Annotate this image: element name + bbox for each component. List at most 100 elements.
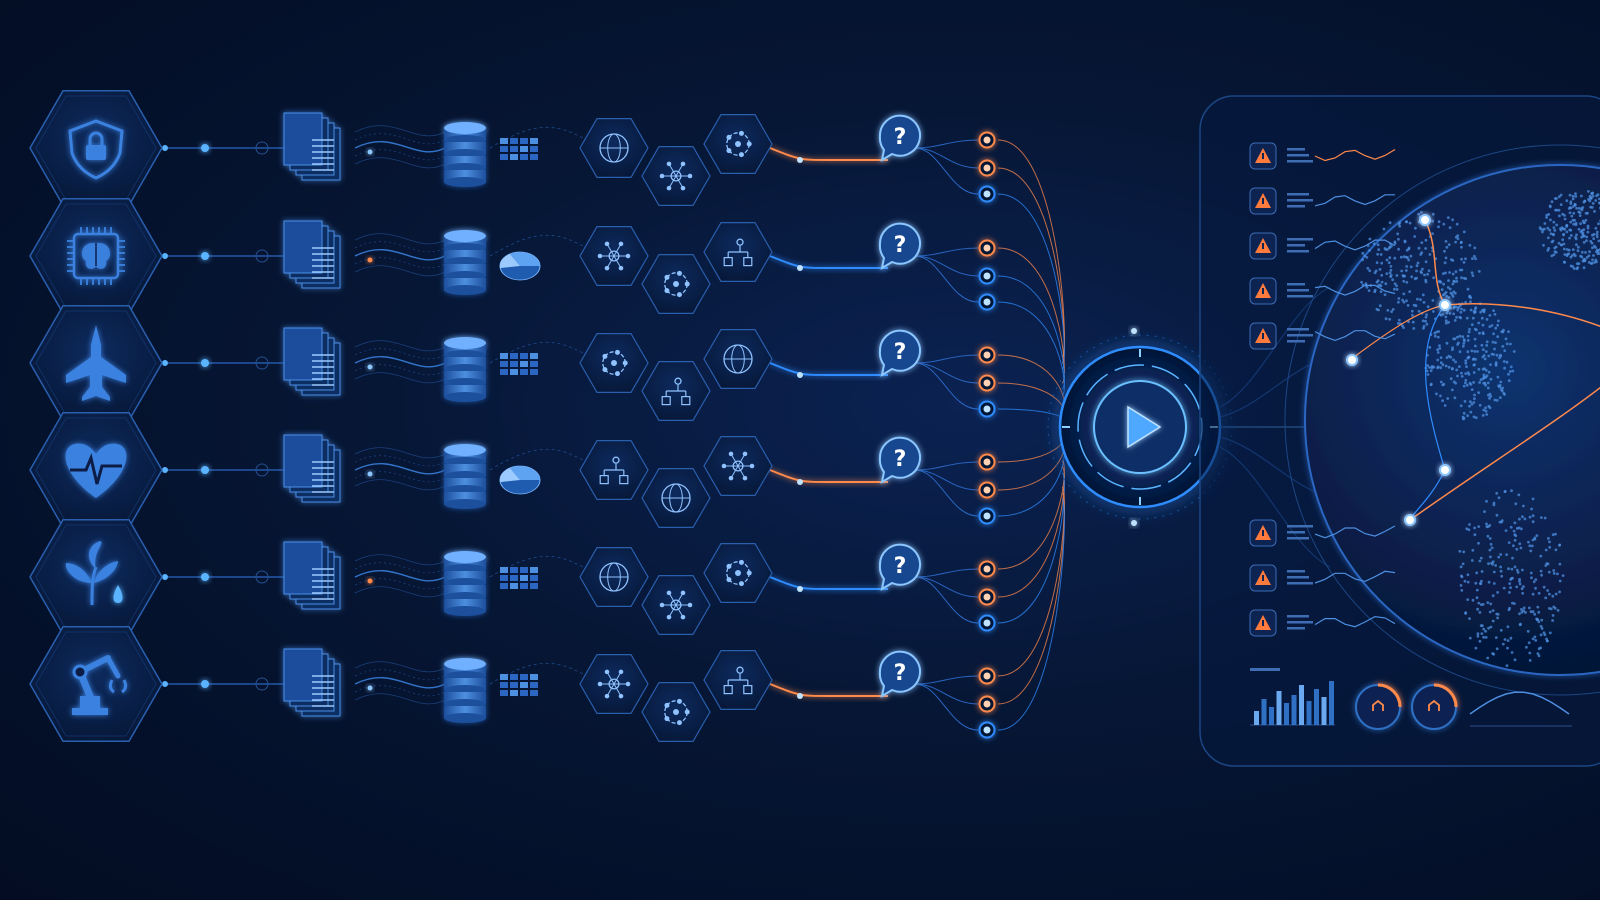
- industry-node-security-shield-lock[interactable]: [29, 90, 163, 206]
- globe-dot: [1478, 381, 1481, 384]
- hub-link: [997, 466, 1065, 598]
- alert-row[interactable]: [1249, 142, 1396, 170]
- globe-dot: [1388, 271, 1392, 275]
- bar-chart-caption: [1250, 668, 1280, 671]
- output-node[interactable]: [978, 614, 996, 632]
- globe-dot: [1421, 319, 1425, 323]
- network-hex-1[interactable]: [579, 546, 649, 608]
- globe-dot: [1473, 246, 1477, 250]
- output-node[interactable]: [978, 695, 996, 713]
- alert-row[interactable]: [1249, 519, 1396, 547]
- globe-dot: [1378, 268, 1382, 271]
- output-node[interactable]: [978, 560, 996, 578]
- globe-dot: [1491, 340, 1495, 344]
- output-node[interactable]: [978, 159, 996, 177]
- network-hex-2[interactable]: [641, 574, 711, 636]
- network-hex-2[interactable]: [641, 254, 711, 314]
- query-bubble[interactable]: ?: [878, 543, 921, 592]
- output-node[interactable]: [978, 346, 996, 364]
- output-node[interactable]: [978, 667, 996, 685]
- output-node[interactable]: [978, 185, 996, 203]
- network-hex-1[interactable]: [579, 653, 649, 715]
- output-node[interactable]: [978, 239, 996, 257]
- globe-dot: [1462, 342, 1466, 345]
- output-node[interactable]: [978, 267, 996, 285]
- gear-node: [746, 570, 752, 576]
- globe-dot: [1432, 276, 1435, 280]
- network-hex-2[interactable]: [641, 361, 711, 421]
- network-hex-3[interactable]: [703, 542, 773, 604]
- globe-dot: [1482, 381, 1486, 385]
- network-hex-3[interactable]: [703, 329, 773, 389]
- grid-cell: [500, 567, 508, 573]
- alert-row[interactable]: [1249, 187, 1395, 215]
- network-hex-3[interactable]: [703, 113, 773, 174]
- central-hub[interactable]: [1047, 328, 1233, 526]
- alert-row[interactable]: [1249, 564, 1396, 592]
- alert-row[interactable]: [1249, 609, 1396, 637]
- globe-dot: [1520, 608, 1523, 611]
- output-node[interactable]: [978, 481, 996, 499]
- globe-dot: [1503, 349, 1507, 352]
- globe-dot: [1569, 220, 1573, 224]
- network-hex-2[interactable]: [641, 468, 711, 529]
- query-bubble[interactable]: ?: [878, 114, 921, 163]
- network-hex-2[interactable]: [641, 681, 711, 743]
- globe-dot: [1514, 502, 1518, 506]
- industry-node-agriculture-plant[interactable]: [29, 519, 163, 635]
- globe-dot: [1519, 546, 1523, 550]
- gauge-icon[interactable]: [1355, 683, 1402, 730]
- alert-row[interactable]: [1249, 232, 1396, 260]
- globe-dot: [1477, 601, 1481, 605]
- globe-dot: [1489, 625, 1493, 629]
- gear-node: [738, 152, 744, 158]
- output-node[interactable]: [978, 453, 996, 471]
- output-node[interactable]: [978, 293, 996, 311]
- gauge-icon[interactable]: [1411, 683, 1458, 730]
- globe-dot: [1454, 240, 1457, 244]
- connector-dot: [201, 573, 209, 581]
- query-bubble[interactable]: ?: [878, 329, 921, 378]
- output-node[interactable]: [978, 374, 996, 392]
- globe-dot: [1459, 584, 1463, 587]
- network-hex-1[interactable]: [579, 440, 649, 500]
- query-bubble[interactable]: ?: [878, 222, 921, 271]
- alert-row[interactable]: [1249, 322, 1396, 350]
- industry-node-healthcare-heart[interactable]: [29, 412, 163, 528]
- query-bubble[interactable]: ?: [878, 436, 921, 485]
- network-hex-1[interactable]: [579, 333, 649, 393]
- output-node[interactable]: [978, 507, 996, 525]
- alert-row[interactable]: [1249, 277, 1396, 305]
- grid-cell: [530, 353, 538, 359]
- output-node[interactable]: [978, 588, 996, 606]
- network-hex-1[interactable]: [579, 117, 649, 178]
- output-node[interactable]: [978, 131, 996, 149]
- network-hex-3[interactable]: [703, 649, 773, 711]
- industry-node-aerospace-jet[interactable]: [29, 305, 163, 421]
- globe-dot: [1460, 375, 1464, 378]
- grid-cell: [520, 674, 528, 680]
- globe-dot: [1500, 389, 1504, 393]
- network-hex-3[interactable]: [703, 436, 773, 496]
- query-bubble[interactable]: ?: [878, 650, 921, 699]
- globe-dot: [1490, 546, 1494, 550]
- globe-dot: [1507, 541, 1511, 544]
- connector-dot: [162, 681, 168, 687]
- globe-dot: [1580, 255, 1584, 259]
- globe-dot: [1444, 240, 1448, 243]
- output-node[interactable]: [978, 400, 996, 418]
- globe-dot: [1478, 403, 1482, 407]
- globe-dot: [1552, 572, 1556, 575]
- globe-dot: [1382, 227, 1386, 231]
- network-hex-1[interactable]: [579, 226, 649, 286]
- network-hex-3[interactable]: [703, 222, 773, 282]
- network-hex-2[interactable]: [641, 146, 711, 206]
- industry-node-manufacturing-robot[interactable]: [29, 626, 163, 742]
- bubble-shape: [878, 436, 921, 485]
- stream-dot: [367, 578, 373, 584]
- globe-dot: [1578, 214, 1582, 218]
- output-node[interactable]: [978, 721, 996, 739]
- industry-node-ai-brain-chip[interactable]: [29, 198, 163, 314]
- globe-dot: [1500, 574, 1504, 578]
- globe-dot: [1445, 294, 1449, 298]
